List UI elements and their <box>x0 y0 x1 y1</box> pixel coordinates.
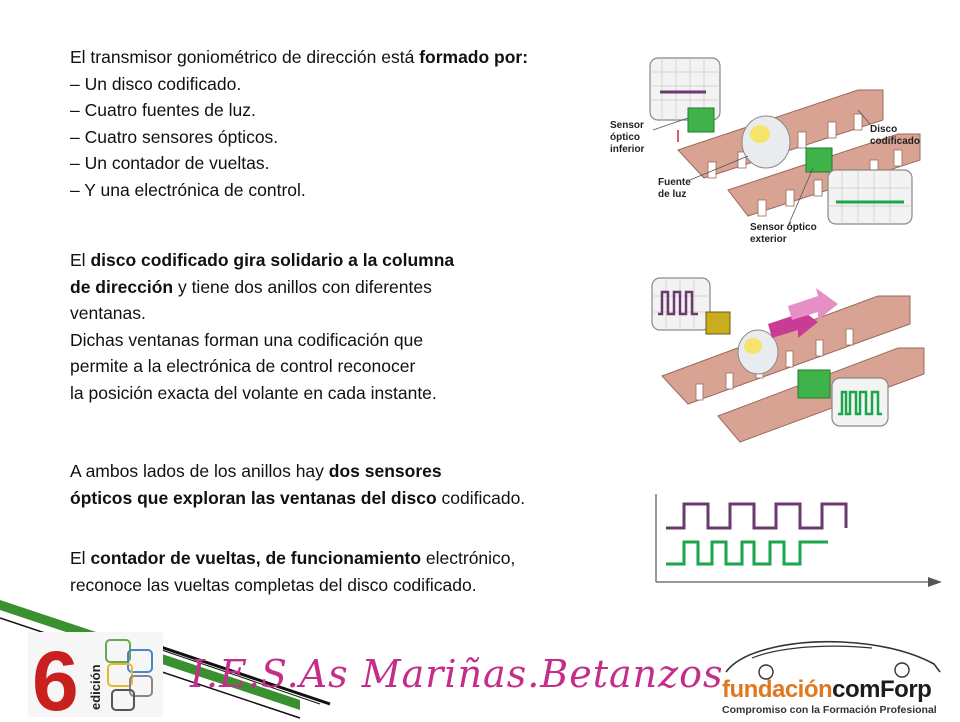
purple-signal <box>666 502 848 530</box>
text-line: A ambos lados de los anillos hay dos sen… <box>70 461 442 481</box>
disc-rotation-illustration <box>651 277 925 443</box>
lower-signal-scope <box>827 169 913 225</box>
list-item: – Un disco codificado. <box>70 73 242 94</box>
label-sensor-exterior: Sensor óptico exterior <box>750 222 817 245</box>
list-item: – Cuatro fuentes de luz. <box>70 100 256 120</box>
list-item: – Un contador de vueltas. <box>70 153 270 173</box>
signals-diagram <box>650 490 950 590</box>
foundation-name: fundacióncomForp <box>722 676 932 703</box>
sensors-description-block: A ambos lados de los anillos hay dos sen… <box>70 458 525 511</box>
intro-line: El transmisor goniométrico de dirección … <box>70 47 529 67</box>
signals-illustration <box>655 494 942 587</box>
time-axis-arrow-icon <box>928 577 942 587</box>
svg-text:edición: edición <box>88 664 103 710</box>
svg-text:6: 6 <box>32 634 79 717</box>
intro-text-block: El transmisor goniométrico de dirección … <box>70 44 528 203</box>
label-fuente-de-luz: Fuente de luz <box>658 177 691 200</box>
transmitter-diagram: Sensor óptico inferior Disco codificado … <box>608 50 938 250</box>
text-line: de dirección y tiene dos anillos con dif… <box>70 276 432 297</box>
green-signal <box>666 540 828 566</box>
counter-description-block: El contador de vueltas, de funcionamient… <box>70 545 515 598</box>
car-outline-icon <box>725 640 941 680</box>
text-line: la posición exacta del volante en cada i… <box>70 382 437 403</box>
list-item: – Y una electrónica de control. <box>70 179 306 200</box>
text-line: ventanas. <box>70 303 146 323</box>
transmitter-illustration <box>649 57 921 227</box>
list-item: – Cuatro sensores ópticos. <box>70 126 279 147</box>
text-line: reconoce las vueltas completas del disco… <box>70 574 477 595</box>
disc-rotation-diagram <box>648 266 938 446</box>
school-name: I.E.S.As Mariñas.Betanzos <box>190 652 724 696</box>
text-line: El contador de vueltas, de funcionamient… <box>70 548 516 568</box>
text-line: Dichas ventanas forman una codificación … <box>70 329 424 350</box>
upper-signal-scope <box>649 57 721 121</box>
label-sensor-inferior: Sensor óptico inferior <box>610 120 645 155</box>
disc-description-block: El disco codificado gira solidario a la … <box>70 247 454 406</box>
text-line: permite a la electrónica de control reco… <box>70 356 416 376</box>
edition-logo-graphic: 6 edición <box>28 632 163 722</box>
foundation-tagline: Compromiso con la Formación Profesional <box>722 704 937 716</box>
foundation-logo: fundacióncomForp Compromiso con la Forma… <box>712 632 952 718</box>
text-line: ópticos que exploran las ventanas del di… <box>70 487 526 508</box>
text-line: El disco codificado gira solidario a la … <box>70 250 455 270</box>
label-disco-codificado: Disco codificado <box>870 124 921 147</box>
edition-logo: 6 edición <box>28 632 163 722</box>
